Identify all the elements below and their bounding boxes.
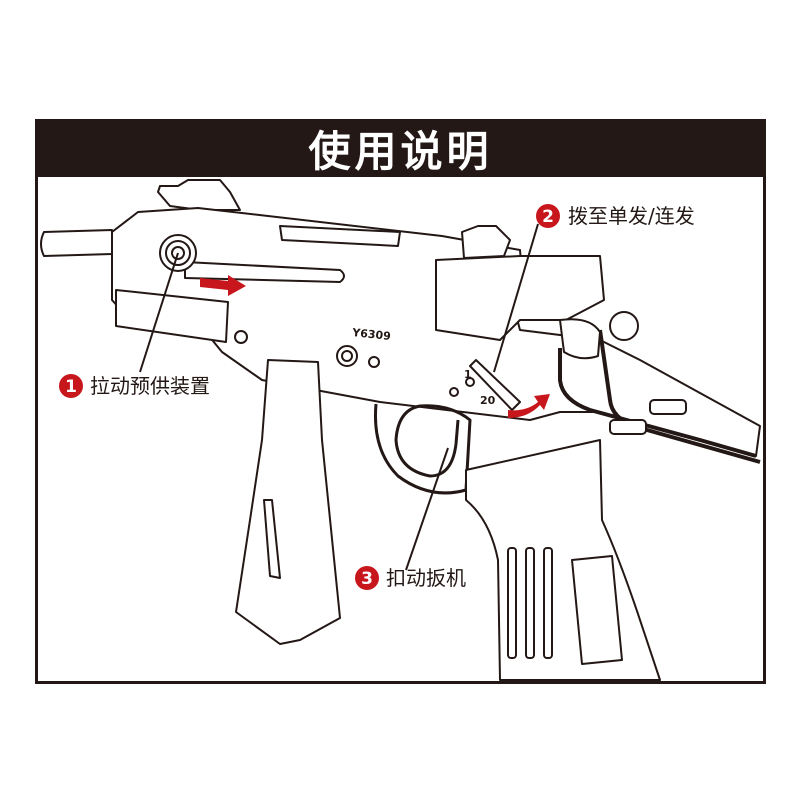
mag-release-knob-inner bbox=[341, 350, 353, 362]
receiver-screw-2 bbox=[368, 356, 380, 368]
grip-slot-2 bbox=[525, 547, 535, 659]
rotate-arrow bbox=[508, 394, 550, 418]
selector-mark-single: 1 bbox=[464, 368, 472, 381]
stock-hinge-knob bbox=[609, 311, 639, 341]
front-sight bbox=[157, 179, 241, 211]
step-3-label: 扣动扳机 bbox=[386, 566, 466, 590]
step-1-label: 拉动预供装置 bbox=[90, 374, 210, 398]
grip-texture bbox=[571, 555, 623, 665]
step-3-number: 3 bbox=[361, 569, 373, 589]
barrel bbox=[40, 229, 113, 257]
rear-sight-post bbox=[461, 225, 511, 259]
step-2-number: 2 bbox=[542, 207, 554, 227]
gun-diagram: Y6309 1 20 1 拉动预供装置 2 拨至单发/连发 3 扣动扳机 bbox=[40, 179, 761, 681]
charging-slot bbox=[184, 261, 345, 283]
step-1-badge bbox=[59, 374, 83, 398]
page-title: 使用说明 bbox=[308, 126, 493, 176]
fire-selector bbox=[469, 359, 521, 411]
selector-mark-auto: 20 bbox=[480, 394, 496, 407]
stock-hinge bbox=[559, 318, 601, 360]
leader-line-3 bbox=[405, 447, 449, 571]
top-rail bbox=[279, 225, 401, 247]
stock-clip-1 bbox=[649, 399, 687, 415]
pistol-grip bbox=[465, 439, 661, 681]
step-2-badge bbox=[536, 204, 560, 228]
grip-slot-1 bbox=[507, 547, 517, 659]
model-code: Y6309 bbox=[351, 326, 392, 343]
lower-rail bbox=[115, 289, 229, 343]
receiver-screw-1 bbox=[234, 330, 248, 344]
pull-arrow bbox=[200, 275, 246, 296]
grip-slot-3 bbox=[543, 547, 553, 659]
leader-line-2 bbox=[493, 223, 539, 373]
magazine bbox=[235, 359, 341, 645]
step-3-badge bbox=[355, 566, 379, 590]
stock-strut-upper bbox=[558, 348, 757, 458]
receiver-screw-4 bbox=[465, 377, 475, 387]
receiver-screw-3 bbox=[449, 387, 459, 397]
title-bar: 使用说明 bbox=[35, 119, 766, 177]
stock-clip-2 bbox=[609, 419, 647, 435]
trigger-guard bbox=[373, 403, 472, 495]
leader-line-1 bbox=[139, 252, 179, 373]
magazine-window bbox=[263, 499, 281, 579]
step-1-number: 1 bbox=[65, 377, 77, 397]
step-2-label: 拨至单发/连发 bbox=[568, 204, 695, 228]
